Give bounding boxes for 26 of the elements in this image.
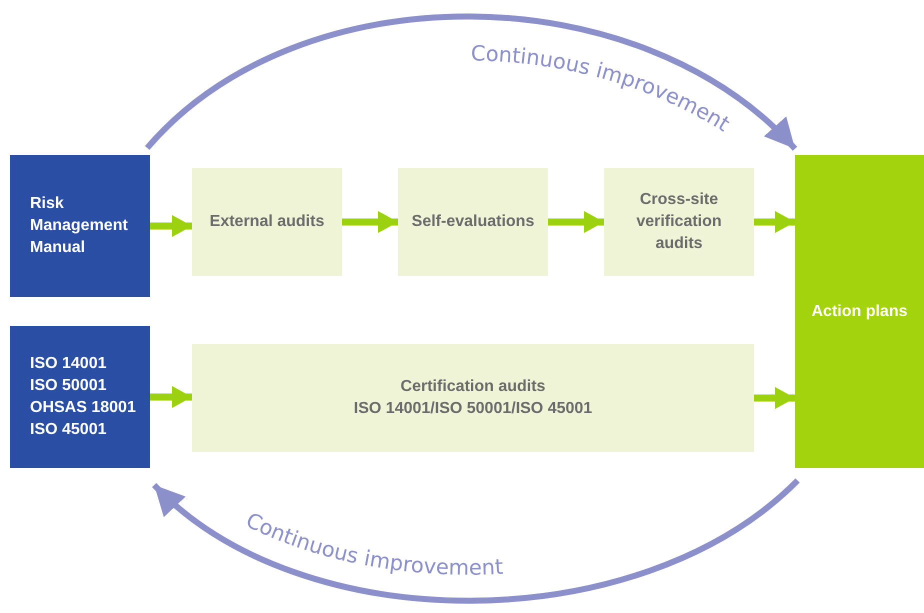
curved-arrow [145, 14, 798, 151]
process-box [192, 168, 342, 276]
process-box [398, 168, 548, 276]
node-text: OHSAS 18001 [30, 398, 136, 418]
node-text: ISO 50001 [30, 376, 106, 396]
arrow [342, 211, 398, 233]
process-box [604, 168, 754, 276]
node-text: Self-evaluations [412, 212, 534, 232]
arrow [548, 211, 604, 233]
curved-arrow [152, 478, 800, 604]
node-text: ISO 14001/ISO 50001/ISO 45001 [354, 399, 592, 419]
arrow [150, 215, 192, 237]
node-text: Cross-site verification audits [635, 190, 723, 254]
node-text: External audits [210, 212, 324, 232]
node-text: Certification audits [400, 377, 546, 397]
node-text: ISO 45001 [30, 420, 106, 440]
node-text: Risk Management Manual [30, 194, 129, 258]
process-box [192, 344, 754, 452]
node-text: ISO 14001 [30, 354, 106, 374]
outcome-box [795, 155, 924, 468]
document-box [10, 155, 150, 297]
arrow [754, 387, 795, 409]
arrow [754, 211, 795, 233]
node-text: Action plans [811, 302, 908, 322]
arrow [150, 386, 192, 408]
standards-box [10, 326, 150, 468]
